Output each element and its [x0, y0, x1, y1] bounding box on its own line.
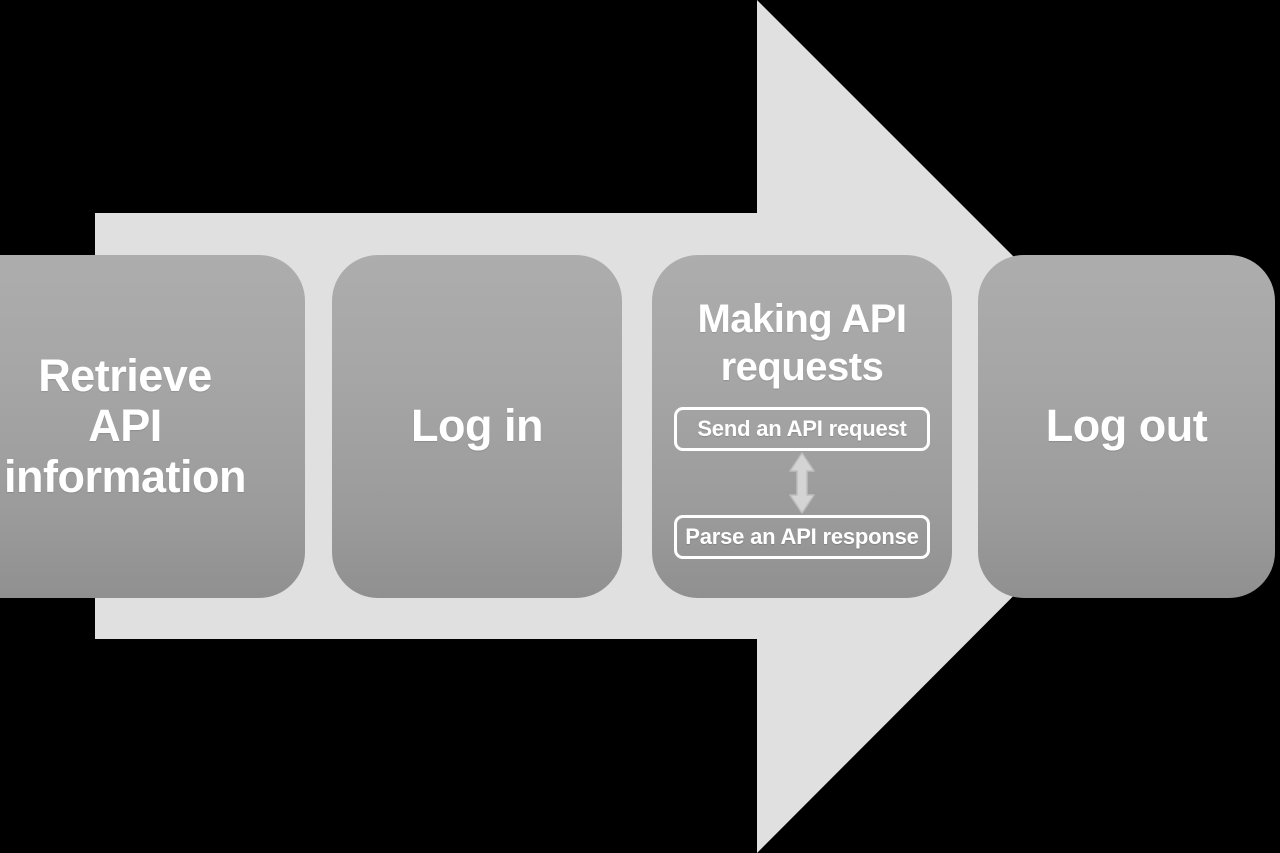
substep-parse-an-api-response[interactable]: Parse an API response — [674, 515, 930, 559]
process-step-label: Log out — [1045, 400, 1208, 452]
process-step-retrieve-api-information[interactable]: Retrieve API information — [0, 255, 305, 598]
substep-label: Send an API request — [697, 416, 907, 441]
process-step-row: Retrieve API information Log in Making A… — [0, 255, 1280, 598]
process-step-making-api-requests[interactable]: Making API requests Send an API request … — [652, 255, 952, 598]
process-step-label: Retrieve API information — [4, 349, 246, 502]
process-step-label: Log in — [411, 400, 543, 452]
double-headed-vertical-arrow-icon — [789, 452, 815, 514]
substep-send-an-api-request[interactable]: Send an API request — [674, 407, 930, 451]
process-step-label: Making API requests — [697, 297, 907, 389]
process-step-log-in[interactable]: Log in — [332, 255, 622, 598]
substep-stack: Send an API request Parse an API respons… — [652, 407, 952, 559]
substep-connector — [787, 451, 817, 515]
substep-label: Parse an API response — [685, 524, 919, 549]
process-step-log-out[interactable]: Log out — [978, 255, 1275, 598]
